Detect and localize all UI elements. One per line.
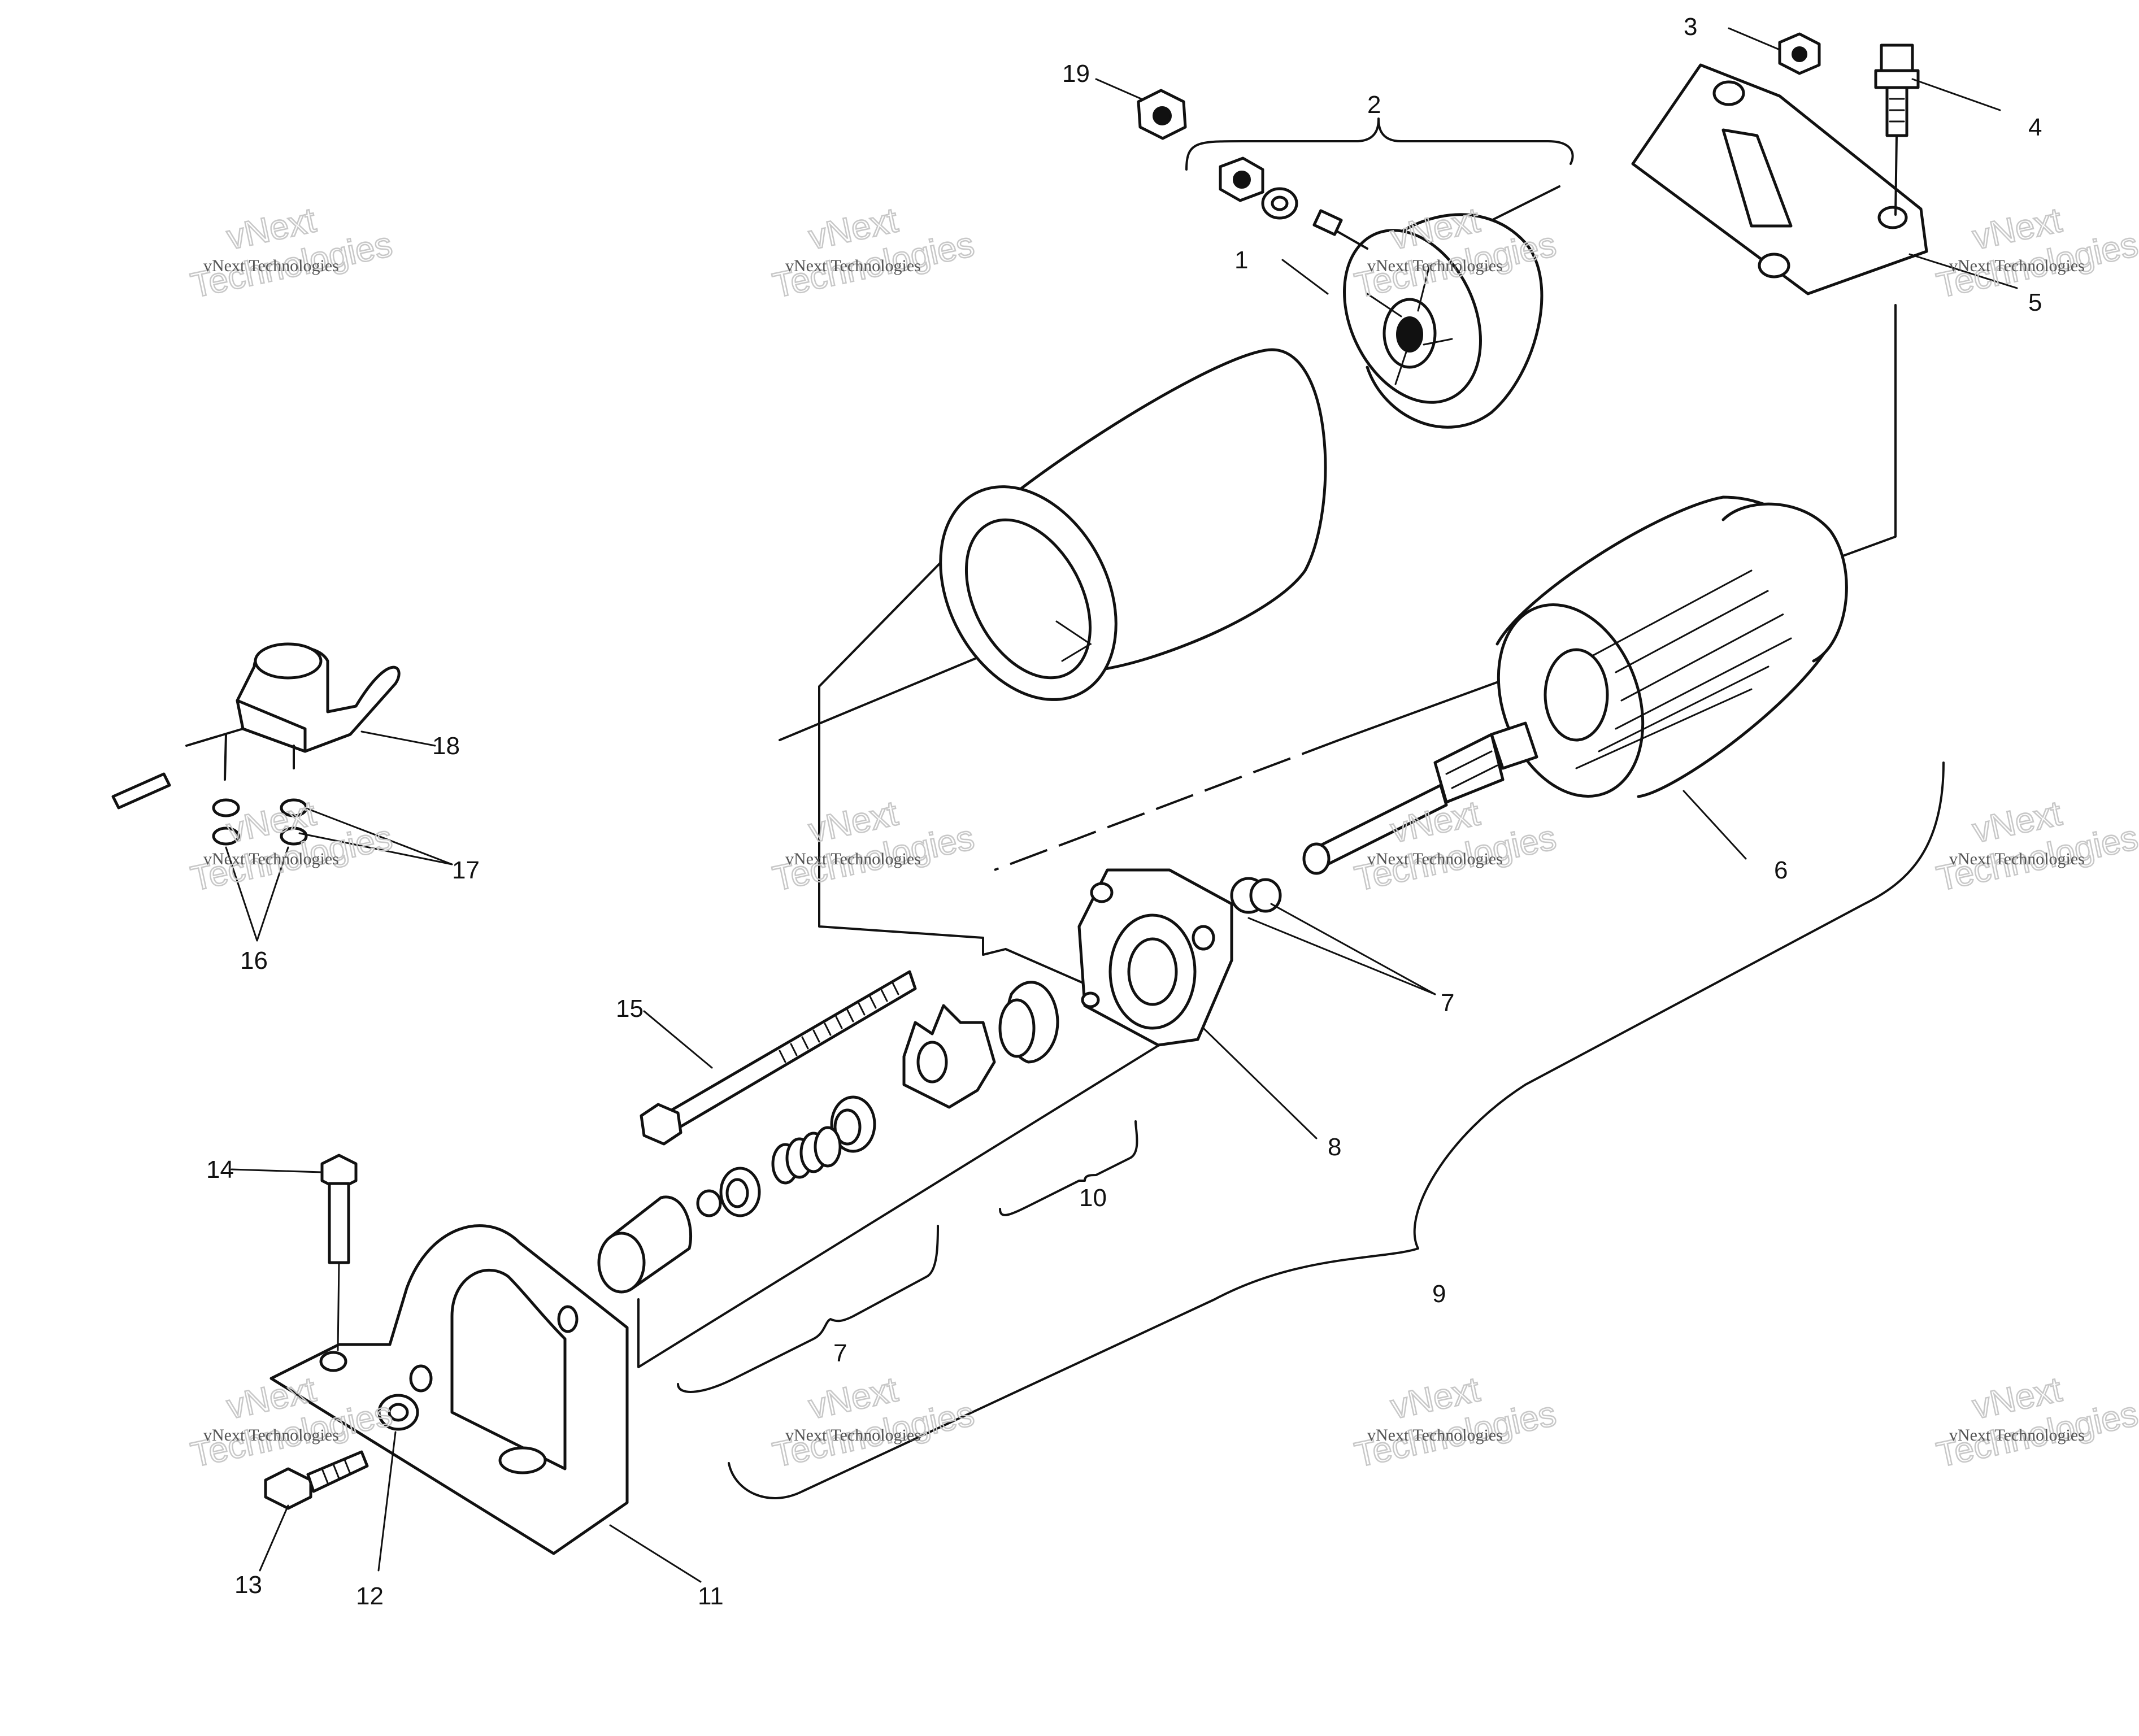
callout-7-upper: 7 bbox=[1441, 989, 1454, 1017]
watermark-small: vNext Technologies bbox=[1367, 1426, 1503, 1445]
group-brace-2 bbox=[1185, 118, 1574, 171]
watermark-small: vNext Technologies bbox=[1367, 256, 1503, 275]
callout-5: 5 bbox=[2028, 289, 2042, 316]
collar bbox=[830, 1095, 876, 1153]
watermark-small: vNext Technologies bbox=[785, 850, 921, 868]
watermark-small: vNext Technologies bbox=[203, 256, 339, 275]
nut-3 bbox=[1778, 32, 1821, 75]
armature bbox=[1302, 495, 1848, 875]
callout-11: 11 bbox=[698, 1582, 724, 1610]
watermark-small: vNext Technologies bbox=[203, 1426, 339, 1445]
callout-10: 10 bbox=[1079, 1184, 1107, 1212]
callout-3: 3 bbox=[1684, 13, 1697, 41]
starter-housing bbox=[939, 348, 1327, 701]
solenoid bbox=[111, 642, 401, 810]
mounting-bracket bbox=[1631, 63, 1928, 295]
watermark-small: vNext Technologies bbox=[1949, 256, 2085, 275]
callout-1: 1 bbox=[1234, 246, 1248, 274]
washers-upper bbox=[1230, 877, 1282, 914]
spring bbox=[771, 1126, 842, 1185]
callout-labels: 1 2 3 4 5 6 7 8 9 10 11 12 13 14 15 16 1… bbox=[206, 13, 2042, 1610]
watermark-small: vNext Technologies bbox=[203, 850, 339, 868]
lower-mounting-bracket bbox=[269, 1224, 629, 1555]
callout-13: 13 bbox=[234, 1571, 262, 1599]
watermark-small: vNext Technologies bbox=[785, 1426, 921, 1445]
solenoid-hardware bbox=[212, 798, 308, 846]
nut-19 bbox=[1137, 89, 1187, 140]
callout-19: 19 bbox=[1062, 60, 1090, 88]
watermark-small: vNext Technologies bbox=[1949, 850, 2085, 868]
callout-18: 18 bbox=[432, 732, 460, 760]
group-brace-10 bbox=[999, 1120, 1138, 1216]
bolt-13 bbox=[264, 1450, 369, 1510]
callout-14: 14 bbox=[206, 1156, 234, 1184]
callout-4: 4 bbox=[2028, 114, 2042, 141]
callout-7-lower: 7 bbox=[833, 1339, 847, 1367]
end-cap bbox=[1312, 185, 1560, 429]
callout-17: 17 bbox=[452, 856, 480, 884]
pinion-gear bbox=[902, 1004, 996, 1109]
leader-lines bbox=[225, 27, 2018, 1583]
bolt-4 bbox=[1874, 43, 1920, 216]
stud-nut-washer bbox=[1219, 156, 1298, 220]
drive-cup bbox=[998, 981, 1059, 1064]
retainer bbox=[696, 1167, 761, 1217]
bolt-14 bbox=[320, 1154, 358, 1351]
group-brace-9 bbox=[728, 762, 1945, 1499]
callout-15: 15 bbox=[616, 995, 644, 1023]
callout-16: 16 bbox=[240, 947, 268, 974]
callout-9: 9 bbox=[1432, 1280, 1446, 1308]
washer-12 bbox=[377, 1394, 419, 1431]
through-bolt bbox=[640, 970, 917, 1146]
watermark-small: vNext Technologies bbox=[1367, 850, 1503, 868]
callout-8: 8 bbox=[1328, 1133, 1341, 1161]
group-brace-7-lower bbox=[677, 1225, 939, 1393]
watermark-small: vNext Technologies bbox=[785, 256, 921, 275]
bushing bbox=[597, 1195, 693, 1294]
drive-end-plate bbox=[1077, 868, 1233, 1047]
watermark-small: vNext Technologies bbox=[1949, 1426, 2085, 1445]
callout-6: 6 bbox=[1774, 856, 1788, 884]
callout-12: 12 bbox=[356, 1582, 384, 1610]
callout-2: 2 bbox=[1367, 91, 1381, 119]
